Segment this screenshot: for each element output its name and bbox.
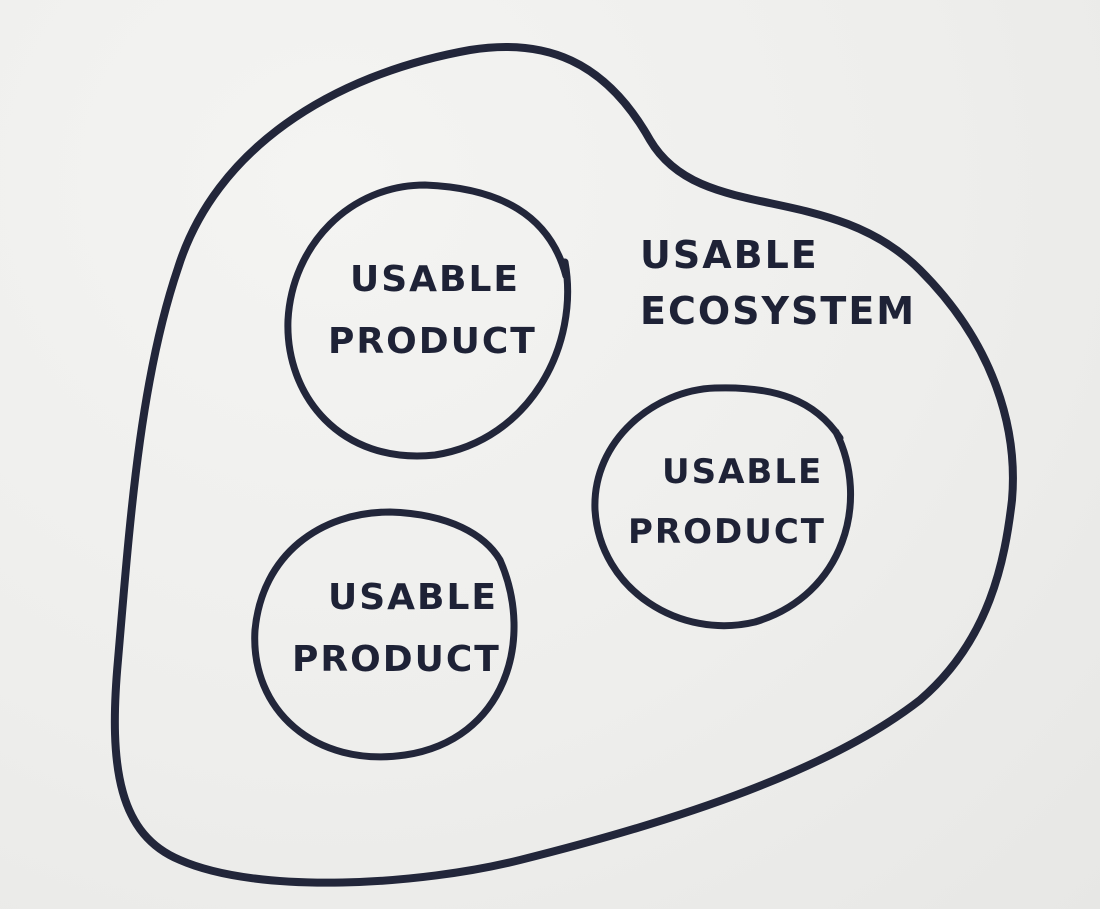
product-label-1-line1: USABLE [350, 259, 520, 300]
product-circle-1 [284, 181, 572, 460]
ecosystem-boundary [110, 42, 1017, 887]
product-label-1-line2: PRODUCT [328, 321, 537, 362]
product-label-1: USABLE PRODUCT [328, 262, 537, 360]
product-circle-2 [591, 384, 855, 630]
product-label-3-line1: USABLE [328, 577, 498, 618]
product-label-2-line2: PRODUCT [628, 512, 826, 552]
product-label-3-line2: PRODUCT [292, 639, 501, 680]
ecosystem-label-line2: ECOSYSTEM [640, 289, 917, 333]
ecosystem-label: USABLE ECOSYSTEM [640, 236, 916, 330]
product-label-2-line1: USABLE [662, 452, 824, 492]
product-label-2: USABLE PRODUCT [628, 455, 826, 549]
ecosystem-label-line1: USABLE [640, 233, 819, 277]
product-label-3: USABLE PRODUCT [292, 580, 501, 678]
product-circle-3 [251, 508, 518, 761]
